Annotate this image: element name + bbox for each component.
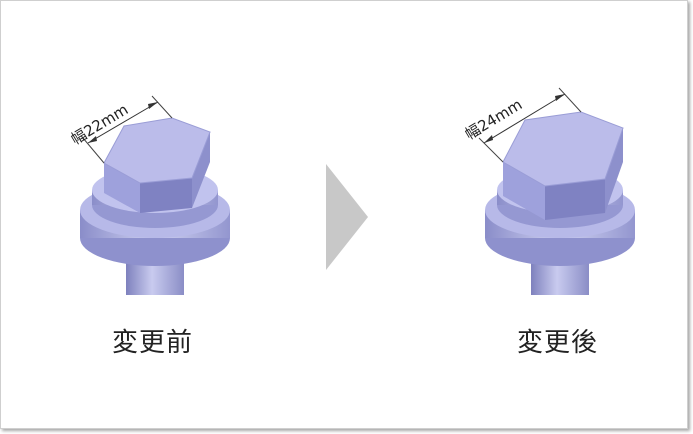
hex-top: [502, 111, 624, 187]
width-label-before: 幅22mm: [68, 100, 132, 148]
bolt-after: [478, 87, 635, 295]
hex-side-left: [104, 163, 140, 213]
bolt-before: [80, 95, 230, 295]
hex-side-front: [140, 178, 192, 213]
dimension-line: [87, 101, 159, 144]
hex-top: [103, 117, 211, 184]
caption-after: 変更後: [517, 328, 599, 358]
caption-before: 変更前: [112, 328, 194, 358]
hex-side-front: [545, 179, 605, 220]
dimension-line: [483, 93, 566, 144]
chevron-right-icon: [326, 164, 368, 270]
hex-side-left: [503, 162, 545, 220]
width-label-after: 幅24mm: [465, 95, 525, 143]
